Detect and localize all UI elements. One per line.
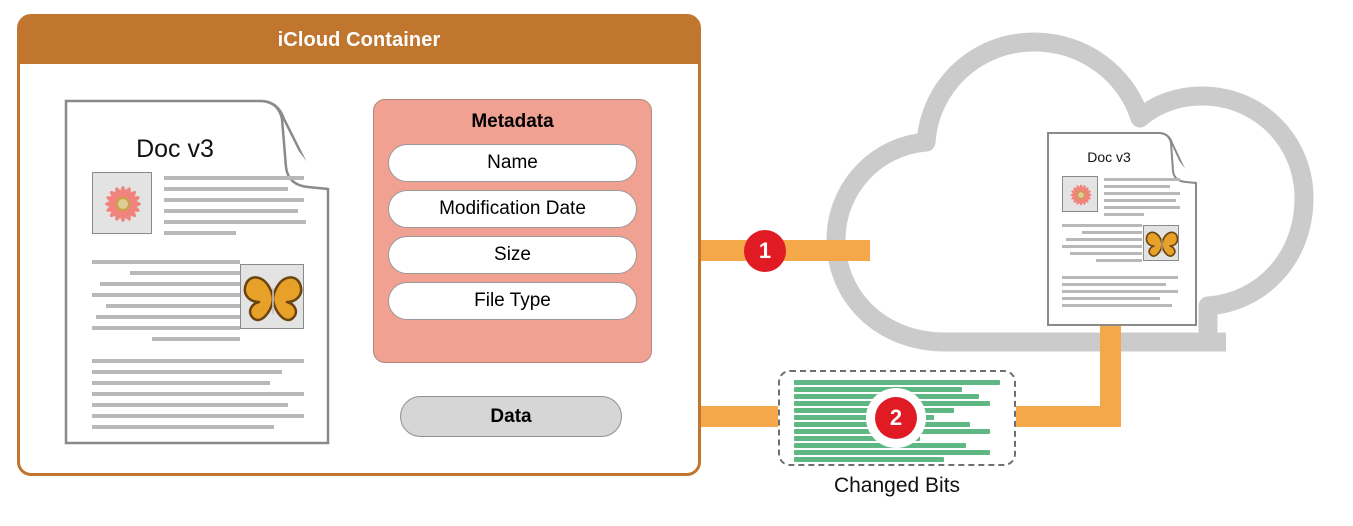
cloud-document[interactable]: Doc v3 — [1046, 131, 1198, 327]
changed-bits-caption: Changed Bits — [833, 474, 961, 497]
flow-bar-vertical — [1100, 318, 1121, 427]
metadata-panel: Metadata Name Modification Date Size Fil… — [373, 99, 652, 363]
flower-glyph — [105, 186, 141, 222]
local-document[interactable]: Doc v3 — [64, 99, 330, 445]
step-badge-1: 1 — [744, 230, 786, 272]
butterfly-image — [1143, 225, 1179, 261]
flower-image — [1062, 176, 1098, 212]
metadata-field-name[interactable]: Name — [388, 144, 637, 182]
flow-bar-elbow — [1004, 406, 1121, 427]
metadata-field-modification-date[interactable]: Modification Date — [388, 190, 637, 228]
cloud-shape — [826, 32, 1314, 352]
metadata-title: Metadata — [471, 111, 554, 132]
butterfly-image — [240, 264, 304, 329]
flower-image — [92, 172, 152, 234]
metadata-field-file-type[interactable]: File Type — [388, 282, 637, 320]
local-document-title: Doc v3 — [136, 135, 214, 163]
step-badge-1-number: 1 — [758, 238, 772, 263]
butterfly-glyph — [1145, 231, 1178, 257]
flower-glyph — [1070, 184, 1092, 206]
butterfly-glyph — [243, 276, 303, 322]
step-badge-2: 2 — [875, 397, 917, 439]
metadata-field-size[interactable]: Size — [388, 236, 637, 274]
step-badge-2-number: 2 — [889, 405, 903, 430]
cloud-document-title: Doc v3 — [1087, 149, 1131, 165]
data-label-pill[interactable]: Data — [400, 396, 622, 437]
container-title: iCloud Container — [20, 17, 698, 64]
